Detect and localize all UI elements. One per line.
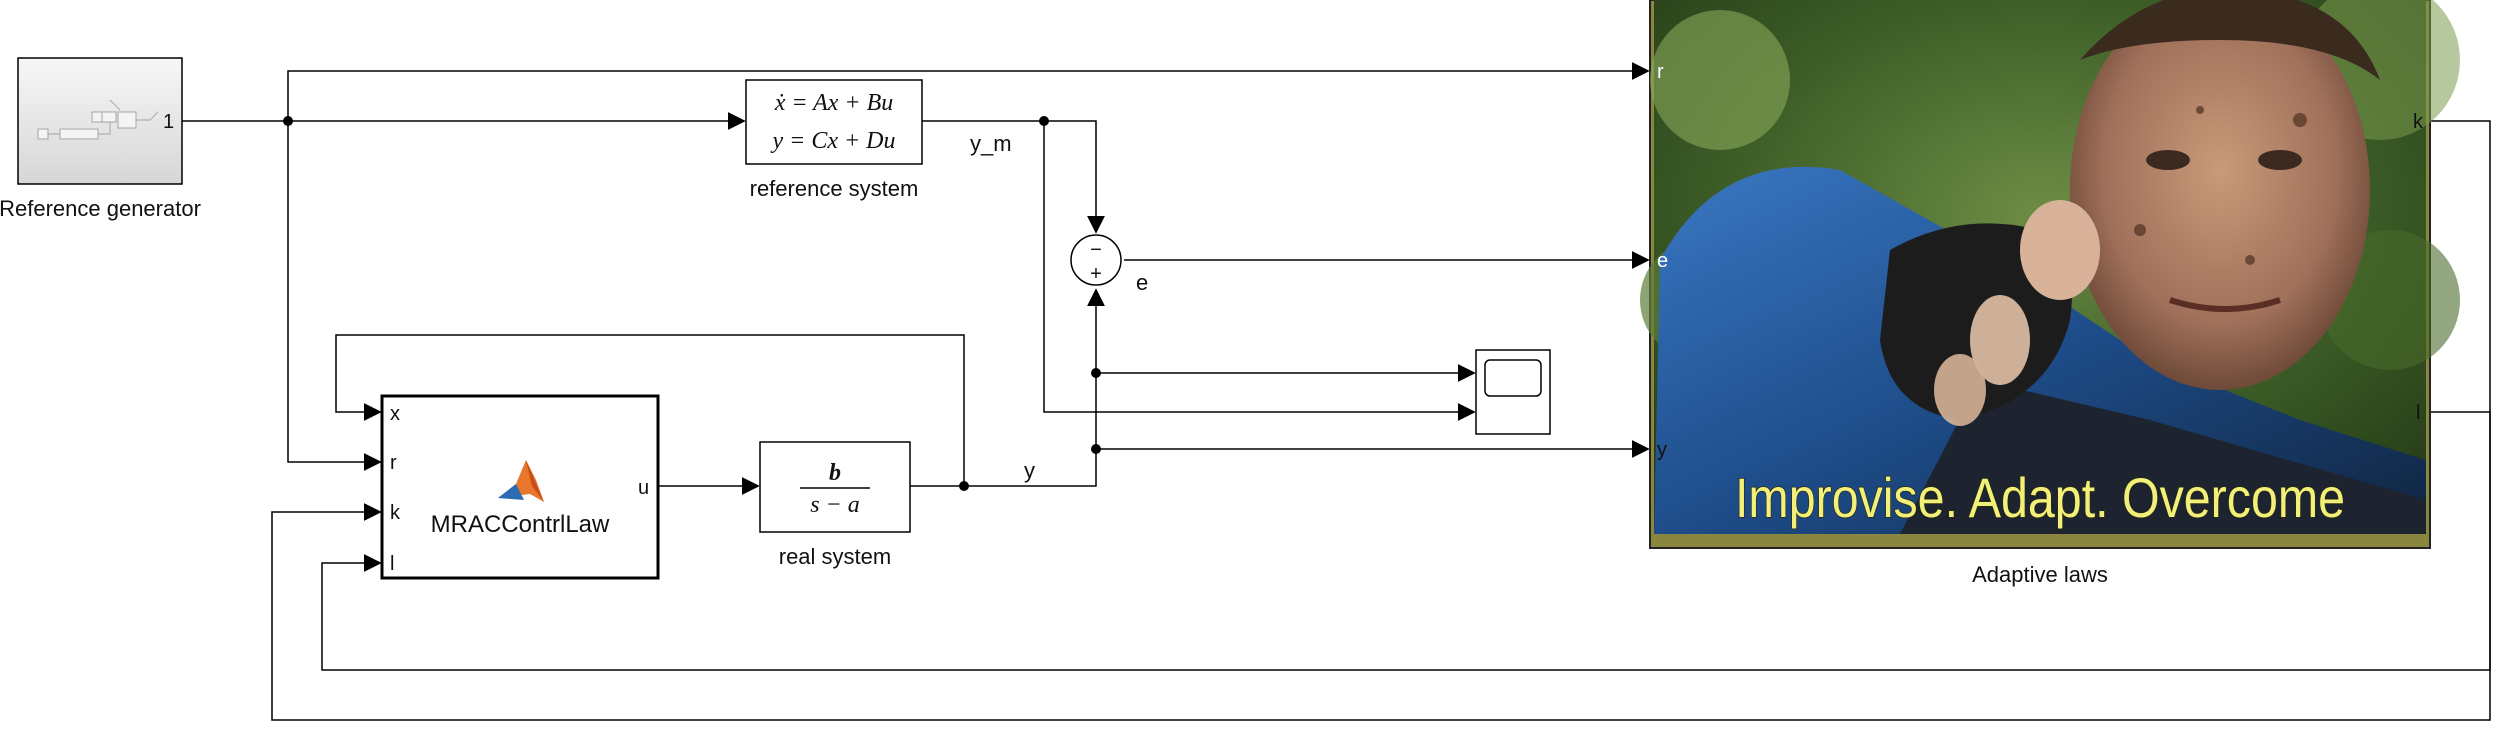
controller-port-u: u [638,477,649,499]
signal-label-y: y [1024,458,1035,483]
controller-block[interactable]: x r k l u MRACContrlLaw [382,396,658,578]
tf-denominator: s − a [810,492,860,518]
controller-label: MRACContrlLaw [431,511,610,538]
controller-port-l: l [390,553,394,575]
junction-dot [959,481,969,491]
meme-caption: Improvise. Adapt. Overcome [1735,466,2345,529]
junction-dot [1039,116,1049,126]
junction-dot [1091,444,1101,454]
controller-port-r: r [390,452,397,474]
adaptive-laws-block[interactable]: Improvise. Adapt. Overcome r e y k l Ada… [1640,0,2460,587]
junction-dot [1091,368,1101,378]
sum-minus-sign: − [1090,239,1102,261]
wire-r-to-adaptive [288,71,1648,121]
adaptive-port-y: y [1657,439,1667,461]
real-system-block[interactable]: b s − a real system [760,442,910,569]
adaptive-port-k: k [2413,111,2424,133]
wire-r-to-controller [288,121,380,462]
sum-block[interactable]: − + [1071,235,1121,285]
sum-plus-sign: + [1090,263,1102,285]
real-system-label: real system [779,544,891,569]
controller-port-k: k [390,502,401,524]
adaptive-port-r: r [1657,61,1664,83]
reference-system-block[interactable]: ẋ = Ax + Bu y = Cx + Du reference system [746,80,922,201]
controller-port-x: x [390,403,400,425]
wire-ym-to-sum [1044,121,1096,232]
signal-label-e: e [1136,270,1148,295]
scope-screen-icon [1485,360,1541,396]
tf-numerator: b [829,460,841,486]
adaptive-port-l: l [2416,402,2420,424]
adaptive-port-e: e [1657,250,1668,272]
reference-generator-block[interactable]: 1 Reference generator [0,58,201,221]
state-eq-1: ẋ = Ax + Bu [774,90,894,116]
reference-generator-label: Reference generator [0,196,201,221]
adaptive-laws-label: Adaptive laws [1972,562,2108,587]
reference-generator-port-out: 1 [163,111,174,133]
reference-system-label: reference system [750,176,919,201]
junction-dot [283,116,293,126]
wire-y-up [964,290,1096,486]
meme-image: Improvise. Adapt. Overcome [1640,0,2460,534]
state-eq-2: y = Cx + Du [770,128,895,154]
scope-block[interactable] [1476,350,1550,434]
signal-label-ym: y_m [970,131,1012,156]
